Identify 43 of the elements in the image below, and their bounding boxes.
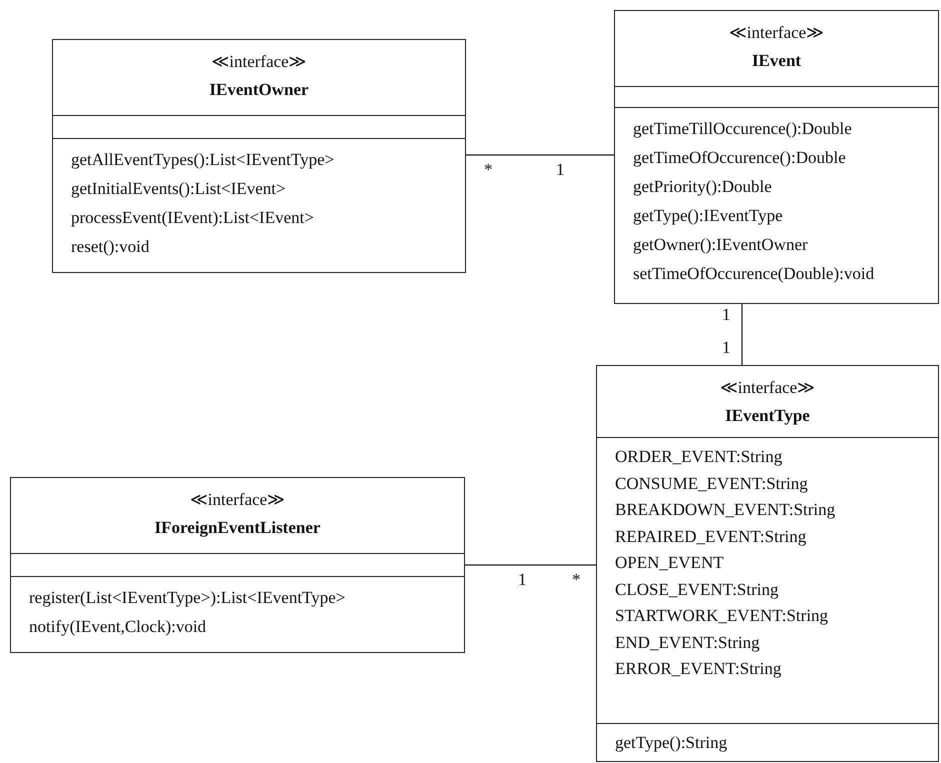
method-text: setTimeOfOccurence(Double):void (633, 263, 876, 285)
multiplicity-label: 1 (556, 160, 564, 180)
attribute-text: ERROR_EVENT:String (615, 658, 782, 680)
method-text: processEvent(IEvent):List<IEvent> (71, 207, 315, 229)
class-box (596, 365, 939, 762)
stereotype-label: ≪interface≫ (188, 489, 286, 511)
multiplicity-label: * (572, 570, 580, 590)
attribute-text: REPAIRED_EVENT:String (615, 526, 808, 548)
class-name: IEventType (724, 405, 811, 427)
method-text: getOwner():IEventOwner (633, 234, 809, 256)
attribute-text: ORDER_EVENT:String (615, 446, 784, 468)
class-name: IForeignEventListener (154, 517, 322, 539)
stereotype-label: ≪interface≫ (728, 22, 826, 44)
attribute-text: OPEN_EVENT (615, 552, 725, 574)
attribute-text: END_EVENT:String (615, 632, 761, 654)
attribute-text: BREAKDOWN_EVENT:String (615, 499, 836, 521)
stereotype-label: ≪interface≫ (718, 377, 816, 399)
method-text: getPriority():Double (633, 176, 773, 198)
attribute-text: STARTWORK_EVENT:String (615, 605, 830, 627)
class-name: IEventOwner (208, 79, 310, 101)
method-text: getTimeTillOccurence():Double (633, 118, 853, 140)
multiplicity-label: 1 (518, 570, 526, 590)
method-text: getType():String (615, 732, 728, 754)
attribute-text: CONSUME_EVENT:String (615, 472, 809, 495)
multiplicity-label: 1 (722, 338, 730, 358)
association-line (466, 154, 614, 156)
method-text: getType():IEventType (633, 205, 784, 227)
attribute-text: CLOSE_EVENT:String (615, 578, 780, 601)
multiplicity-label: * (484, 160, 492, 180)
method-text: getInitialEvents():List<IEvent> (71, 178, 287, 200)
method-text: register(List<IEventType>):List<IEventType> (29, 587, 346, 609)
stereotype-label: ≪interface≫ (210, 51, 308, 73)
class-box (10, 477, 465, 653)
method-text: getTimeOfOccurence():Double (633, 147, 847, 169)
association-line (465, 564, 596, 566)
method-text: notify(IEvent,Clock):void (29, 616, 208, 638)
class-box (614, 10, 939, 304)
multiplicity-label: 1 (722, 305, 730, 325)
class-name: IEvent (750, 50, 802, 72)
method-text: getAllEventTypes():List<IEventType> (71, 149, 336, 171)
association-line (741, 304, 743, 365)
class-box (52, 39, 466, 273)
method-text: reset():void (71, 236, 150, 258)
